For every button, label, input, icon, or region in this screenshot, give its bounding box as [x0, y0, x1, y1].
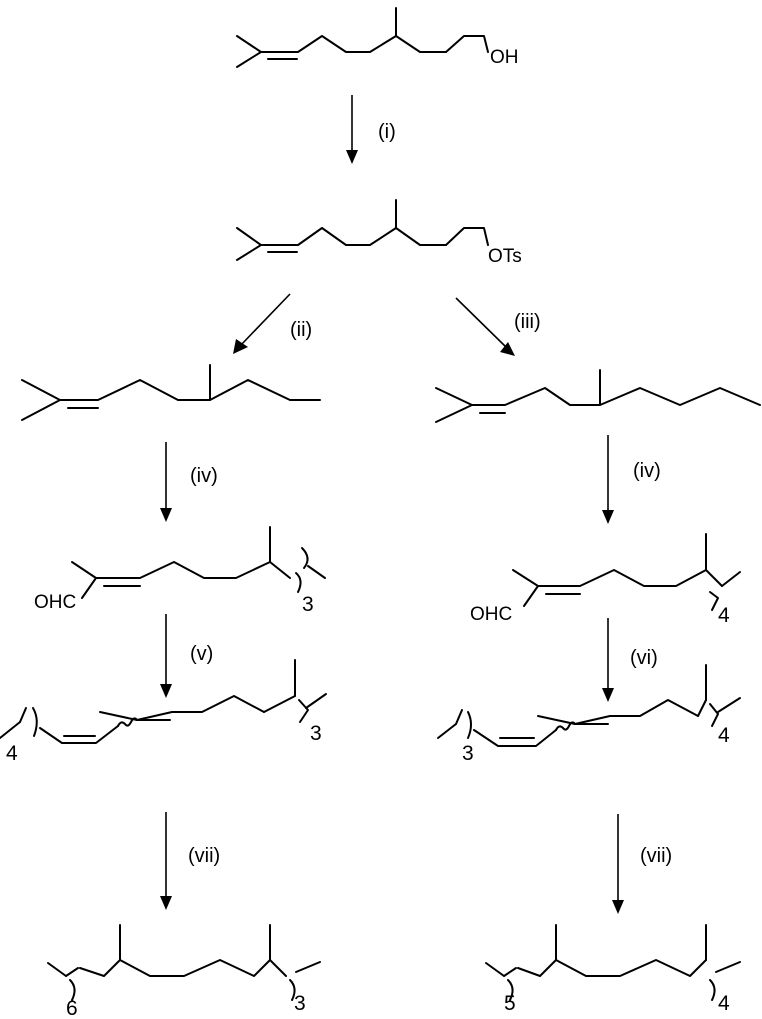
arrow-step-3: (iii): [455, 297, 541, 356]
arrow-step-6: (vi): [602, 618, 658, 702]
arrow-step-1: (i): [346, 95, 396, 164]
repeat-count-right-diene-tail: 4: [718, 724, 730, 747]
arrow-step-5: (v): [160, 614, 213, 698]
right-aldehyde-structure: OHC 4: [470, 533, 741, 627]
reagent-label-2: (ii): [290, 319, 312, 341]
repeat-count-left-product-b: 3: [294, 992, 306, 1015]
alcohol-group: OH: [490, 47, 519, 68]
arrow-step-7-right: (vii): [612, 814, 672, 914]
repeat-count-left-diene-chain: 4: [6, 742, 18, 765]
reagent-label-1: (i): [378, 121, 396, 143]
repeat-count-right-product-a: 5: [504, 992, 516, 1015]
reagent-label-7-left: (vii): [188, 845, 220, 867]
reagent-label-7-right: (vii): [640, 845, 672, 867]
citronellol-structure: OH: [236, 7, 519, 68]
reagent-label-4-left: (iv): [190, 465, 218, 487]
right-alkene-structure: [435, 369, 761, 423]
aldehyde-group-right: OHC: [470, 604, 512, 625]
reagent-label-4-right: (iv): [633, 460, 661, 482]
arrow-step-7-left: (vii): [160, 812, 220, 910]
left-product-structure: 6 3: [47, 924, 321, 1019]
tosylate-structure: OTs: [236, 199, 522, 267]
repeat-count-right-aldehyde: 4: [718, 604, 730, 627]
reagent-label-5: (v): [190, 643, 213, 665]
left-diene-structure: 4 3: [0, 659, 327, 765]
left-alkene-structure: [21, 364, 321, 421]
repeat-count-left-diene-tail: 3: [310, 722, 322, 745]
repeat-count-right-diene-chain: 3: [462, 742, 474, 765]
reagent-label-3: (iii): [514, 311, 541, 333]
arrow-step-4-right: (iv): [602, 435, 661, 524]
repeat-count-left-product-a: 6: [66, 997, 78, 1019]
right-diene-structure: 3 4: [437, 664, 741, 765]
left-aldehyde-structure: OHC 3: [34, 526, 326, 616]
repeat-count-right-product-b: 4: [718, 992, 730, 1015]
right-product-structure: 5 4: [485, 924, 741, 1015]
repeat-count-left-aldehyde: 3: [302, 593, 314, 616]
arrow-step-2: (ii): [233, 293, 312, 354]
arrow-step-4-left: (iv): [160, 442, 218, 522]
tosylate-group: OTs: [488, 246, 522, 267]
reagent-label-6: (vi): [630, 647, 658, 669]
aldehyde-group-left: OHC: [34, 592, 76, 613]
